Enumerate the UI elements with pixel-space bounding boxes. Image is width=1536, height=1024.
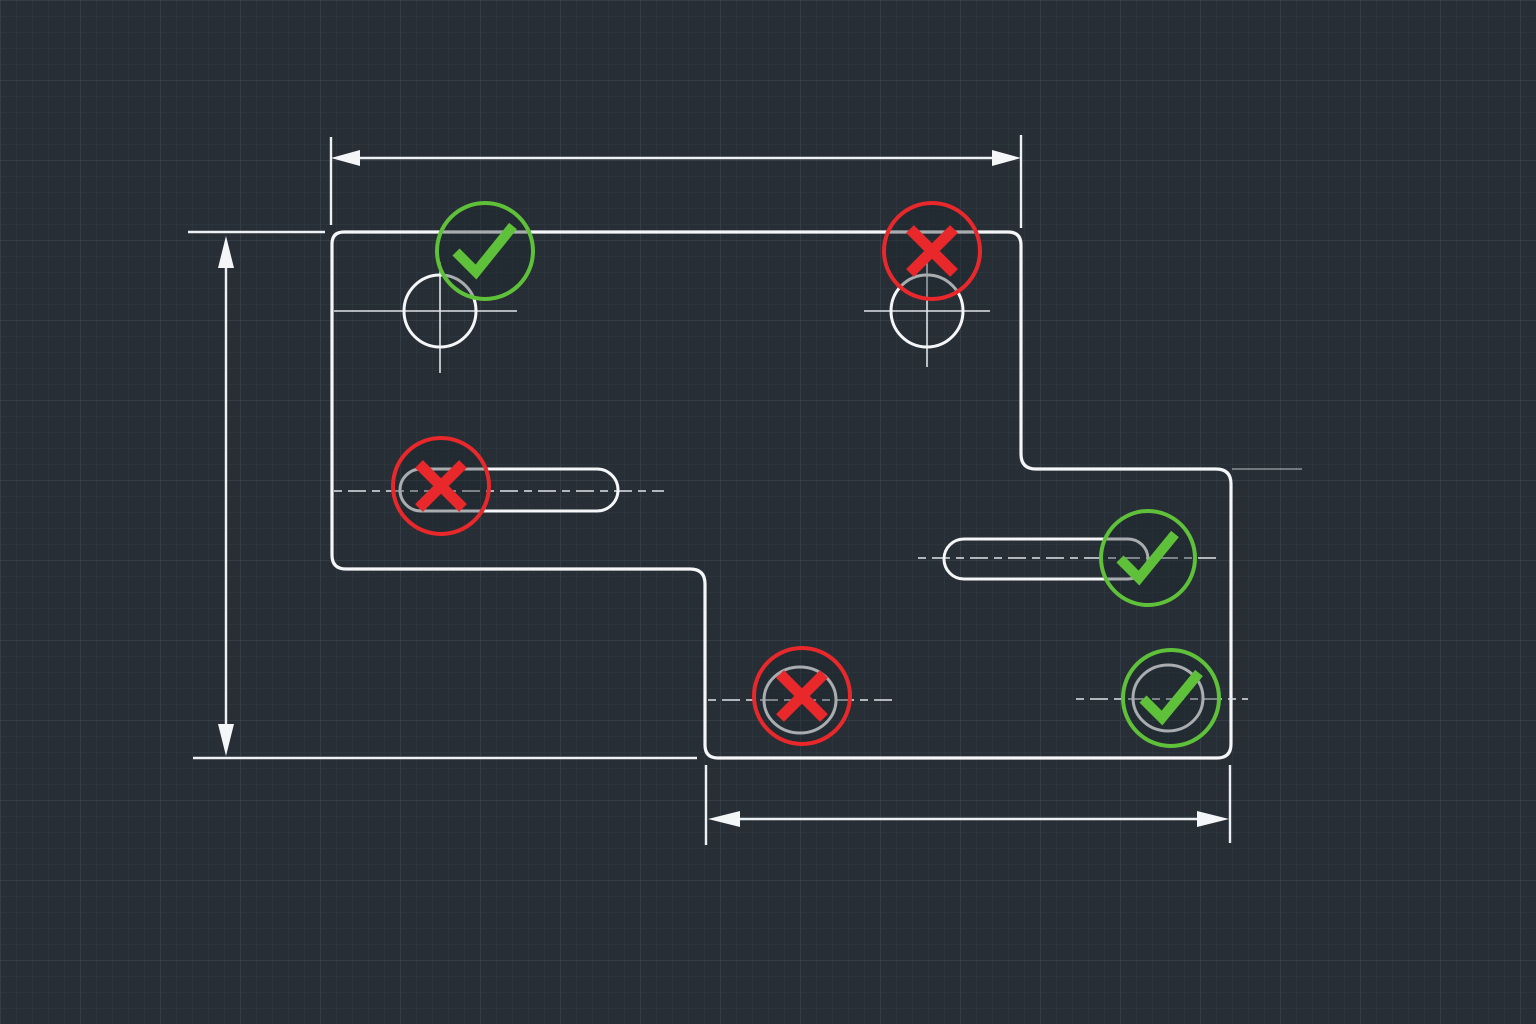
cross-icon (776, 670, 828, 722)
badge-hole-top-right (882, 201, 982, 301)
cross-icon (906, 225, 958, 277)
hole-top-right (864, 262, 990, 367)
dimension-left-height (188, 230, 697, 760)
check-icon (1116, 530, 1179, 586)
check-icon (1139, 669, 1203, 726)
badge-hole-top-left (435, 201, 535, 301)
badge-hole-bottom-right (1121, 648, 1221, 748)
check-icon (452, 222, 517, 280)
badge-slot-left (391, 436, 491, 536)
slot-left (334, 467, 664, 513)
slot-right (918, 537, 1220, 581)
badge-slot-right (1099, 509, 1197, 607)
dimension-bottom-width (704, 765, 1232, 845)
dimension-top-width (329, 135, 1023, 228)
badge-hole-bottom-middle (752, 646, 852, 746)
cross-icon (415, 460, 467, 512)
hole-top-left (334, 262, 517, 373)
part-outline (330, 230, 1233, 760)
